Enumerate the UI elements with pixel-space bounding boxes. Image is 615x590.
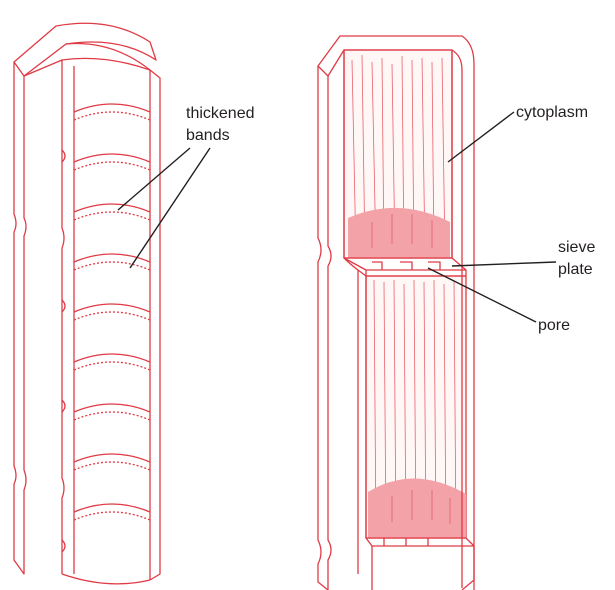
sieve-plate-leader: [452, 262, 556, 266]
thickened-bands-leader-1: [118, 148, 190, 210]
sieve-plate: [344, 258, 466, 270]
vessel-inner-wall: [24, 60, 64, 574]
label-thickened: thickened: [186, 105, 255, 122]
thickened-bands: [74, 104, 150, 520]
label-cytoplasm: cytoplasm: [516, 104, 588, 121]
callout-lines: [118, 112, 556, 322]
vessel-outer-wall: [14, 62, 26, 574]
label-pore: pore: [538, 317, 570, 334]
sieve-tube-outer-wall: [318, 66, 331, 590]
label-plate: plate: [558, 261, 593, 278]
vessel-top-rim: [14, 23, 156, 76]
label-bands: bands: [186, 127, 230, 144]
label-sieve: sieve: [558, 239, 595, 256]
cytoplasm-leader: [448, 112, 514, 162]
sieve-tube: [318, 36, 474, 590]
xylem-vessel: [14, 23, 160, 584]
